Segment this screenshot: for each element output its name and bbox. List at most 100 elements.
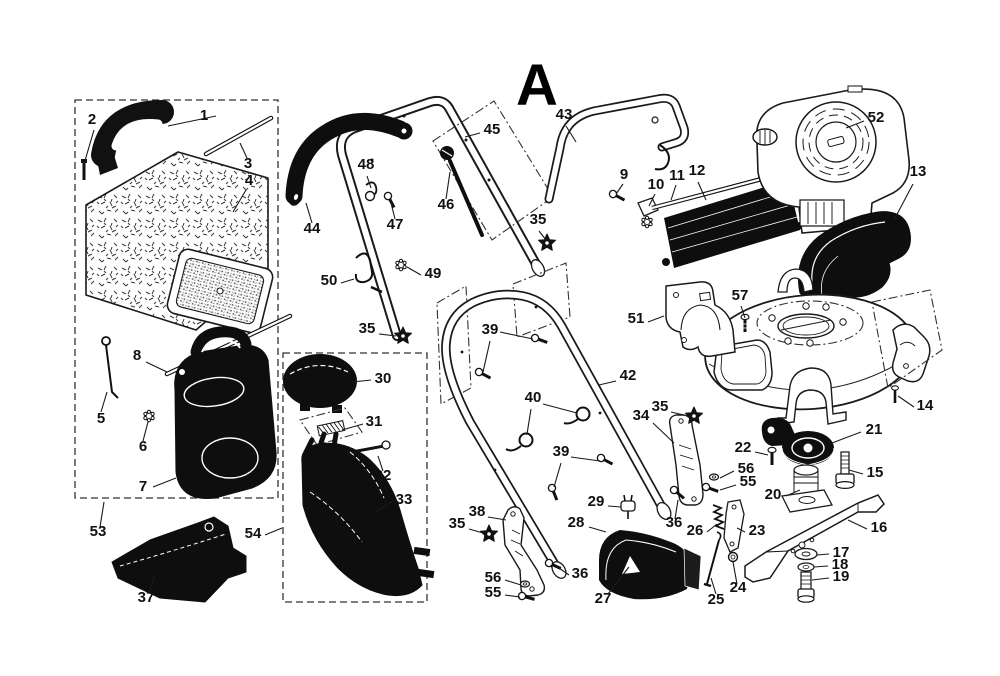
door-bolt-left (606, 187, 628, 205)
chute-body (301, 431, 435, 596)
chute-cover (283, 354, 357, 413)
grass-bag-assembly-box (74, 99, 293, 499)
brake-link-group (703, 499, 745, 588)
cable-clamp (364, 181, 378, 202)
handle-strap-left (502, 506, 546, 597)
callout-51: 51 (628, 310, 645, 327)
callout-35-b: 35 (359, 320, 376, 337)
callout-53: 53 (90, 523, 107, 540)
bag-window-frame (166, 248, 274, 334)
cable-clip-1 (563, 406, 591, 425)
callout-34: 34 (633, 407, 650, 424)
deck-front-baffle (777, 367, 847, 425)
washer-56-left (519, 580, 531, 588)
callout-21: 21 (866, 421, 883, 438)
callout-25: 25 (708, 591, 725, 608)
callout-27: 27 (595, 590, 612, 607)
brake-rod (703, 531, 722, 588)
callout-11: 11 (669, 167, 685, 184)
view-letter: A (516, 53, 558, 118)
callout-30: 30 (375, 370, 392, 387)
handle-bracket-bail (544, 93, 690, 204)
callout-49: 49 (425, 265, 442, 282)
callout-57: 57 (732, 287, 749, 304)
callout-35-c: 35 (652, 398, 669, 415)
callout-17: 17 (833, 544, 850, 561)
handle-nut (395, 258, 407, 272)
wheel-bracket-left (665, 281, 736, 358)
fuel-cap (752, 128, 778, 146)
chute-pin (351, 440, 391, 454)
callout-20: 20 (765, 486, 782, 503)
brake-bracket (723, 499, 745, 553)
callout-16: 16 (871, 519, 888, 536)
callout-56-b: 56 (485, 569, 502, 586)
handle-bolt-39b (528, 331, 550, 348)
clamp-bolt (381, 189, 399, 211)
callout-2: 2 (88, 111, 96, 128)
bag-handle (91, 100, 174, 175)
mower-deck (665, 268, 943, 425)
deck-bolt-14 (891, 385, 899, 403)
callout-44: 44 (304, 220, 321, 237)
rear-door-panel (662, 180, 802, 268)
callout-35-d: 35 (449, 515, 466, 532)
callout-38: 38 (469, 503, 486, 520)
leader-lines (83, 115, 915, 598)
handle-grip (285, 112, 413, 206)
handle-bolt-39c (594, 451, 616, 469)
rope-guide (354, 252, 383, 294)
callout-52: 52 (868, 109, 885, 126)
callout-19: 19 (833, 568, 850, 585)
callout-48: 48 (358, 156, 375, 173)
deflector-door (598, 530, 702, 600)
callout-54: 54 (245, 525, 262, 542)
callout-6: 6 (139, 438, 147, 455)
bag-rod-top (203, 115, 274, 157)
upper-handle-assembly (285, 95, 557, 344)
callout-10: 10 (648, 176, 665, 193)
callout-15: 15 (867, 464, 884, 481)
deck-right-bracket (871, 289, 943, 389)
callout-5: 5 (97, 410, 105, 427)
callout-28: 28 (568, 514, 585, 531)
callout-46: 46 (438, 196, 455, 213)
callout-47: 47 (387, 216, 404, 233)
cable-clip-2 (505, 432, 534, 452)
door-clip (620, 494, 636, 519)
handle-strap-right (668, 414, 704, 506)
engine-bolt-15 (835, 451, 855, 490)
callout-8: 8 (133, 347, 141, 364)
callout-29: 29 (588, 493, 605, 510)
bag-body (85, 151, 274, 334)
callout-18: 18 (832, 556, 849, 573)
blade-drive-stack (744, 417, 885, 603)
callout-12: 12 (689, 162, 706, 179)
callout-56-a: 56 (738, 460, 755, 477)
callout-26: 26 (687, 522, 704, 539)
callout-43: 43 (556, 106, 573, 123)
blade-brake-pulley (761, 417, 835, 466)
mulch-cover (111, 516, 247, 603)
callout-23: 23 (749, 522, 766, 539)
callout-14: 14 (917, 397, 934, 414)
callout-36-a: 36 (666, 514, 683, 531)
brake-nut (727, 551, 739, 563)
callout-22: 22 (735, 439, 752, 456)
callout-33: 33 (396, 491, 413, 508)
door-hinge-left (637, 197, 659, 217)
deck-bolt-57 (740, 313, 750, 332)
bail-wire (101, 336, 119, 399)
cable-rod (440, 146, 484, 237)
callouts: A 1 2 3 4 5 6 7 8 9 10 11 12 13 14 15 16… (88, 53, 934, 608)
callout-42: 42 (620, 367, 637, 384)
callout-3: 3 (244, 155, 252, 172)
callout-45: 45 (484, 121, 501, 138)
callout-50: 50 (321, 272, 338, 289)
door-nut-left (641, 215, 653, 229)
washer-56-right (708, 473, 720, 481)
callout-39-b: 39 (553, 443, 570, 460)
blade-bolt (797, 571, 815, 603)
